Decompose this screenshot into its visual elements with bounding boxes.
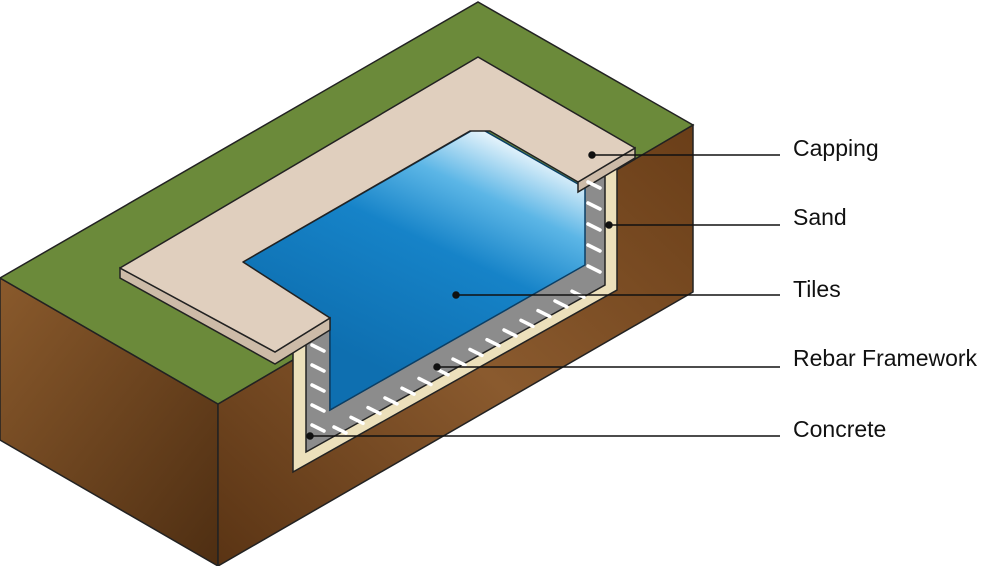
leader-lines xyxy=(306,151,780,440)
rebar-bar xyxy=(400,386,416,396)
rebar-bar xyxy=(310,403,326,413)
rebar-bar xyxy=(366,405,382,416)
label-sand: Sand xyxy=(793,204,847,230)
rebar-bar xyxy=(349,415,365,426)
rebar-bar xyxy=(310,343,326,353)
rebar-bar xyxy=(417,376,433,387)
rebar-bar xyxy=(586,180,602,190)
rebar-bar xyxy=(383,396,399,406)
rebar-bar xyxy=(310,423,326,433)
rebar-bar xyxy=(570,289,586,299)
capping xyxy=(119,56,636,353)
rebar-bar xyxy=(310,383,326,393)
label-capping: Capping xyxy=(793,135,879,161)
label-concrete: Concrete xyxy=(793,416,887,442)
label-tiles: Tiles xyxy=(793,276,841,302)
rebar-bar xyxy=(553,299,569,309)
label-rebar-framework: Rebar Framework xyxy=(793,345,978,371)
rebar-bar xyxy=(586,243,602,253)
rebar-bar xyxy=(519,318,535,329)
rebar-bar xyxy=(468,347,484,358)
rebar-bar xyxy=(502,328,518,338)
rebar-bar xyxy=(451,357,467,367)
rebar-bar xyxy=(586,222,602,232)
rebar-bar xyxy=(586,201,602,211)
rebar-bar xyxy=(485,337,501,348)
rebar-bar xyxy=(332,425,348,435)
rebar-bar xyxy=(536,308,552,319)
rebar-framework xyxy=(310,180,602,435)
rebar-bar xyxy=(310,363,326,373)
rebar-bar xyxy=(586,264,602,274)
